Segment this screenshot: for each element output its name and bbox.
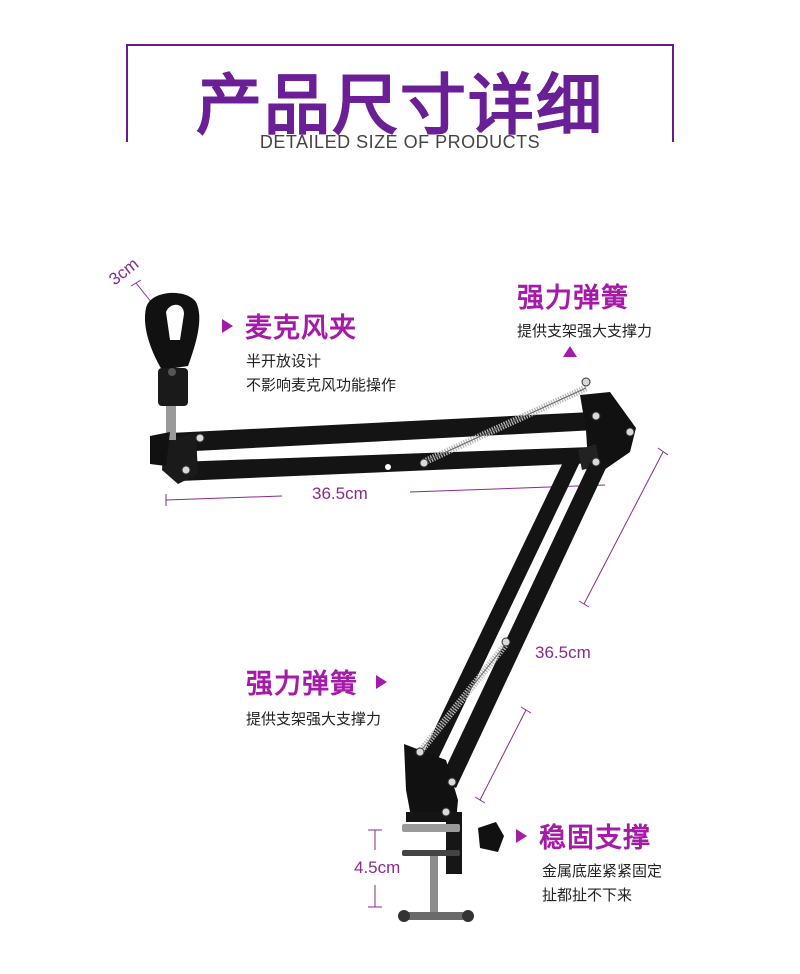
- callout-title: 强力弹簧: [246, 669, 358, 700]
- callout-base: 稳固支撑 金属底座紧紧固定 扯都扯不下来: [516, 816, 662, 907]
- callout-spring-bottom: 强力弹簧 提供支架强大支撑力: [246, 662, 387, 731]
- arrow-up-icon: [563, 346, 577, 357]
- callout-desc-line: 不影响麦克风功能操作: [246, 376, 397, 394]
- callout-desc-line: 扯都扯不下来: [542, 886, 633, 904]
- arrow-right-icon: [222, 318, 233, 333]
- page-subtitle: DETAILED SIZE OF PRODUCTS: [259, 132, 541, 152]
- rivets: [181, 377, 635, 817]
- callout-mic-clip: 麦克风夹 半开放设计 不影响麦克风功能操作: [222, 306, 396, 397]
- callout-desc-line: 金属底座紧紧固定: [542, 862, 663, 880]
- mic-clip: [144, 292, 200, 466]
- callout-title: 麦克风夹: [245, 313, 357, 344]
- base-clamp: [398, 744, 504, 922]
- dimension-lines: [130, 279, 669, 908]
- callout-desc-line: 提供支架强大支撑力: [246, 710, 382, 728]
- callout-spring-top: 强力弹簧 提供支架强大支撑力: [517, 276, 652, 343]
- callout-desc-line: 半开放设计: [246, 352, 322, 370]
- dimension-arm-upper: 36.5cm: [312, 484, 368, 503]
- lower-arm: [414, 456, 606, 788]
- dimension-clamp-height: 4.5cm: [354, 858, 401, 877]
- arrow-right-icon: [516, 828, 527, 843]
- callout-title: 稳固支撑: [539, 823, 651, 854]
- dimension-arm-lower: 36.5cm: [535, 643, 591, 662]
- callout-desc-line: 提供支架强大支撑力: [517, 322, 653, 340]
- header-frame: [126, 44, 674, 142]
- page-title: 产品尺寸详细: [0, 52, 800, 148]
- arrow-right-icon: [376, 674, 387, 689]
- callout-title: 强力弹簧: [517, 283, 629, 314]
- header-frame-gap: [197, 132, 603, 148]
- upper-arm: [162, 384, 596, 484]
